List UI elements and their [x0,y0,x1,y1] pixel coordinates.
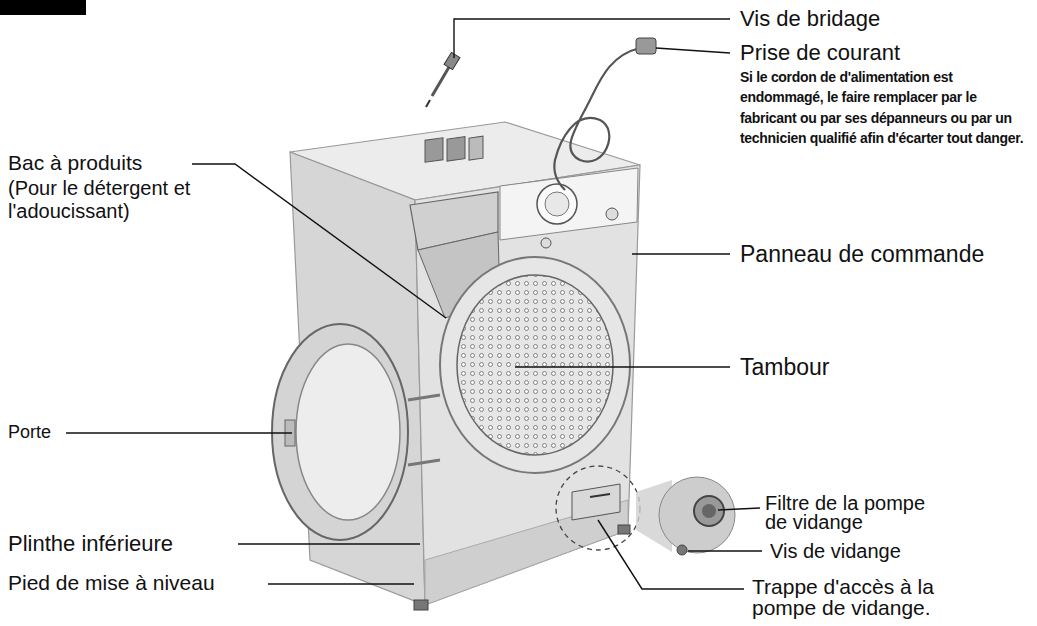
part-label: Tambour [740,354,1030,380]
pump-filter [694,496,724,526]
door-glass [296,344,400,520]
drain-screw [677,545,687,555]
part-label: Filtre de la pompe de vidange [765,494,950,532]
door-hinge [408,460,440,465]
part-label: Si le cordon de d'alimentation est endom… [740,67,1030,148]
drum-rim [440,257,630,473]
program-dial [537,184,577,224]
drum [457,275,613,455]
power-cord [554,48,640,190]
button [541,238,551,248]
corner-tab [0,0,86,15]
part-label: Prise de courant [740,40,1030,65]
pump-filter [702,504,716,518]
plug [636,38,656,54]
magnified-view [659,477,735,553]
leveling-foot [618,525,630,534]
part-label: Pied de mise à niveau [8,571,278,595]
leveling-foot [414,600,428,610]
drawer-compartment [447,137,465,162]
transit-bolt [426,52,460,107]
leader-line [66,19,762,589]
part-label: Panneau de commande [740,241,1030,267]
access-hatch [572,484,620,520]
button [606,208,618,220]
part-label: Vis de vidange [770,540,970,563]
detail-circle [556,466,640,550]
door [272,324,408,540]
part-label: Bac à produits [8,151,208,175]
control-panel [500,168,638,240]
drawer-compartment [469,136,483,160]
part-label: Trappe d'accès à la pompe de vidange. [752,576,967,618]
hatch-slot [590,494,610,497]
part-label: (Pour le détergent et l'adoucissant) [8,177,196,223]
program-dial [545,192,569,216]
door-hinge [408,395,440,400]
drawer-compartment [425,138,443,163]
part-label: Vis de bridage [740,6,1030,31]
part-label: Porte [8,422,88,443]
part-label: Plinthe inférieure [8,531,248,556]
